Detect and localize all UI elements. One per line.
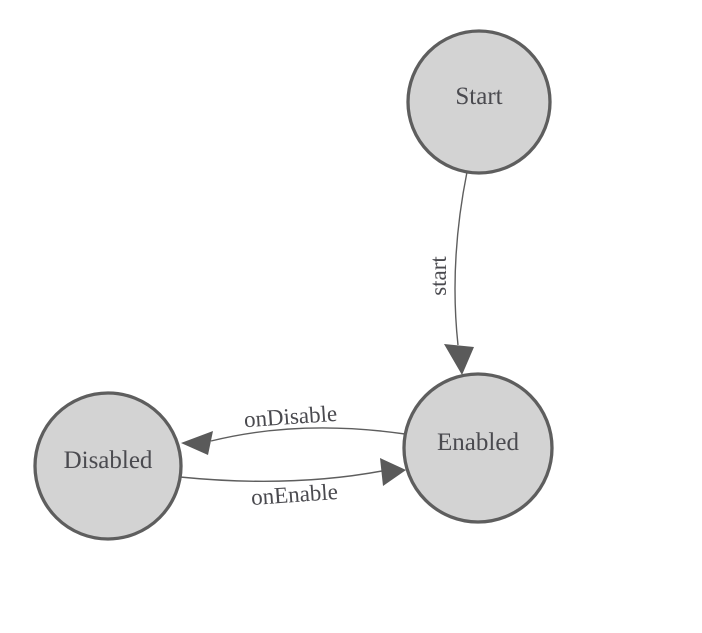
- node-start-label: Start: [455, 83, 502, 110]
- node-enabled-circle: [402, 372, 554, 524]
- node-enabled: Enabled: [402, 372, 554, 524]
- edge-onenable-label: onEnable: [250, 479, 338, 510]
- edge-enabled-to-disabled: onDisable: [181, 401, 406, 455]
- edge-start-to-enabled: start: [426, 171, 474, 375]
- node-start-circle: [406, 29, 552, 175]
- node-disabled-circle: [33, 391, 183, 541]
- node-disabled: Disabled: [33, 391, 183, 541]
- edge-start-arrowhead: [444, 344, 474, 375]
- edge-ondisable-arrowhead: [181, 431, 213, 455]
- node-disabled-label: Disabled: [64, 447, 153, 474]
- edge-start-line: [454, 171, 468, 346]
- edge-disabled-to-enabled: onEnable: [179, 458, 406, 510]
- edge-onenable-line: [179, 470, 383, 483]
- node-start: Start: [406, 29, 552, 175]
- edge-start-label: start: [426, 256, 451, 296]
- edge-ondisable-line: [210, 427, 406, 442]
- edge-onenable-arrowhead: [380, 458, 406, 486]
- node-enabled-label: Enabled: [437, 429, 519, 456]
